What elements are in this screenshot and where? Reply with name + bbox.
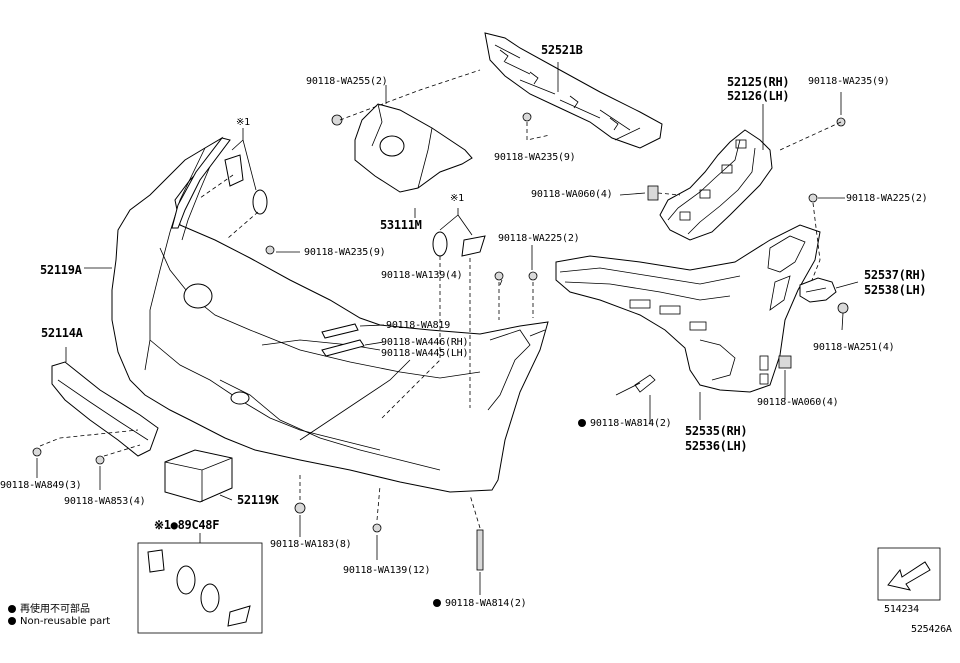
label-90118-WA255: 90118-WA255(2) <box>306 76 388 87</box>
label-52535-rh: 52535(RH) <box>685 424 748 438</box>
label-90118-WA225-center: 90118-WA225(2) <box>498 233 580 244</box>
label-52126-lh: 52126(LH) <box>727 89 790 103</box>
label-90118-WA445: 90118-WA445(LH) <box>381 348 469 359</box>
label-90118-WA183: 90118-WA183(8) <box>270 539 352 550</box>
label-90118-WA060-bottom: 90118-WA060(4) <box>757 397 839 408</box>
bracket-52537-52538[interactable] <box>799 277 837 303</box>
label-53111M: 53111M <box>380 218 422 232</box>
label-mark1-center: ※1 <box>450 193 464 204</box>
label-90118-WA814-right: 90118-WA814(2) <box>578 418 672 429</box>
label-90118-WA139-4: 90118-WA139(4) <box>381 270 463 281</box>
bumper-side-strip <box>171 137 231 229</box>
legend-jp-text: 再使用不可部品 <box>20 604 90 615</box>
label-90118-WA819: 90118-WA819 <box>386 320 451 331</box>
clips-mark1 <box>224 154 486 257</box>
label-90118-WA853: 90118-WA853(4) <box>64 496 146 507</box>
reference-box-514234 <box>877 547 941 601</box>
label-90118-WA225-right: 90118-WA225(2) <box>846 193 928 204</box>
fasteners <box>32 112 849 571</box>
label-90118-WA235-center: 90118-WA235(9) <box>494 152 576 163</box>
legend-en: Non-reusable part <box>8 616 110 627</box>
bumper-cover-52119A[interactable] <box>111 136 549 493</box>
label-90118-WA139-12: 90118-WA139(12) <box>343 565 431 576</box>
spacer-box-52119K[interactable] <box>164 449 233 503</box>
label-kit-89C48F: ※1●89C48F <box>154 518 220 532</box>
diagram-id: 525426A <box>911 624 952 635</box>
leader-lines <box>36 62 859 595</box>
bumper-reinforcement-52521B[interactable] <box>484 32 663 149</box>
bumper-bracket-52125-52126[interactable] <box>659 129 773 241</box>
label-52538-lh: 52538(LH) <box>864 283 927 297</box>
legend-jp: 再使用不可部品 <box>8 600 90 615</box>
label-52119K: 52119K <box>237 493 279 507</box>
side-bracket-52535-52536[interactable] <box>555 224 821 393</box>
label-90118-WA814-right-text: 90118-WA814(2) <box>590 418 672 429</box>
label-mark1-left: ※1 <box>236 117 250 128</box>
legend-en-text: Non-reusable part <box>20 616 111 627</box>
non-reusable-dot <box>578 419 586 427</box>
absorber-53111M[interactable] <box>354 103 473 193</box>
label-90118-WA235-left: 90118-WA235(9) <box>304 247 386 258</box>
label-52536-lh: 52536(LH) <box>685 439 748 453</box>
label-90118-WA251: 90118-WA251(4) <box>813 342 895 353</box>
kit-box-89C48F <box>137 542 263 634</box>
license-plate-bracket-52114A[interactable] <box>51 361 159 457</box>
non-reusable-dot <box>433 599 441 607</box>
label-90118-WA446: 90118-WA446(RH) <box>381 337 469 348</box>
label-52125-rh: 52125(RH) <box>727 75 790 89</box>
label-514234: 514234 <box>884 604 919 615</box>
legend-dot <box>8 605 16 613</box>
label-52119A: 52119A <box>40 263 82 277</box>
label-52114A: 52114A <box>41 326 83 340</box>
label-90118-WA814-bottom: 90118-WA814(2) <box>433 598 527 609</box>
label-90118-WA814-bottom-text: 90118-WA814(2) <box>445 598 527 609</box>
label-90118-WA060-top: 90118-WA060(4) <box>531 189 613 200</box>
legend-dot <box>8 617 16 625</box>
label-90118-WA849: 90118-WA849(3) <box>0 480 82 491</box>
label-90118-WA235-right: 90118-WA235(9) <box>808 76 890 87</box>
label-52521B: 52521B <box>541 43 583 57</box>
trim-strips <box>321 323 365 357</box>
label-52537-rh: 52537(RH) <box>864 268 927 282</box>
